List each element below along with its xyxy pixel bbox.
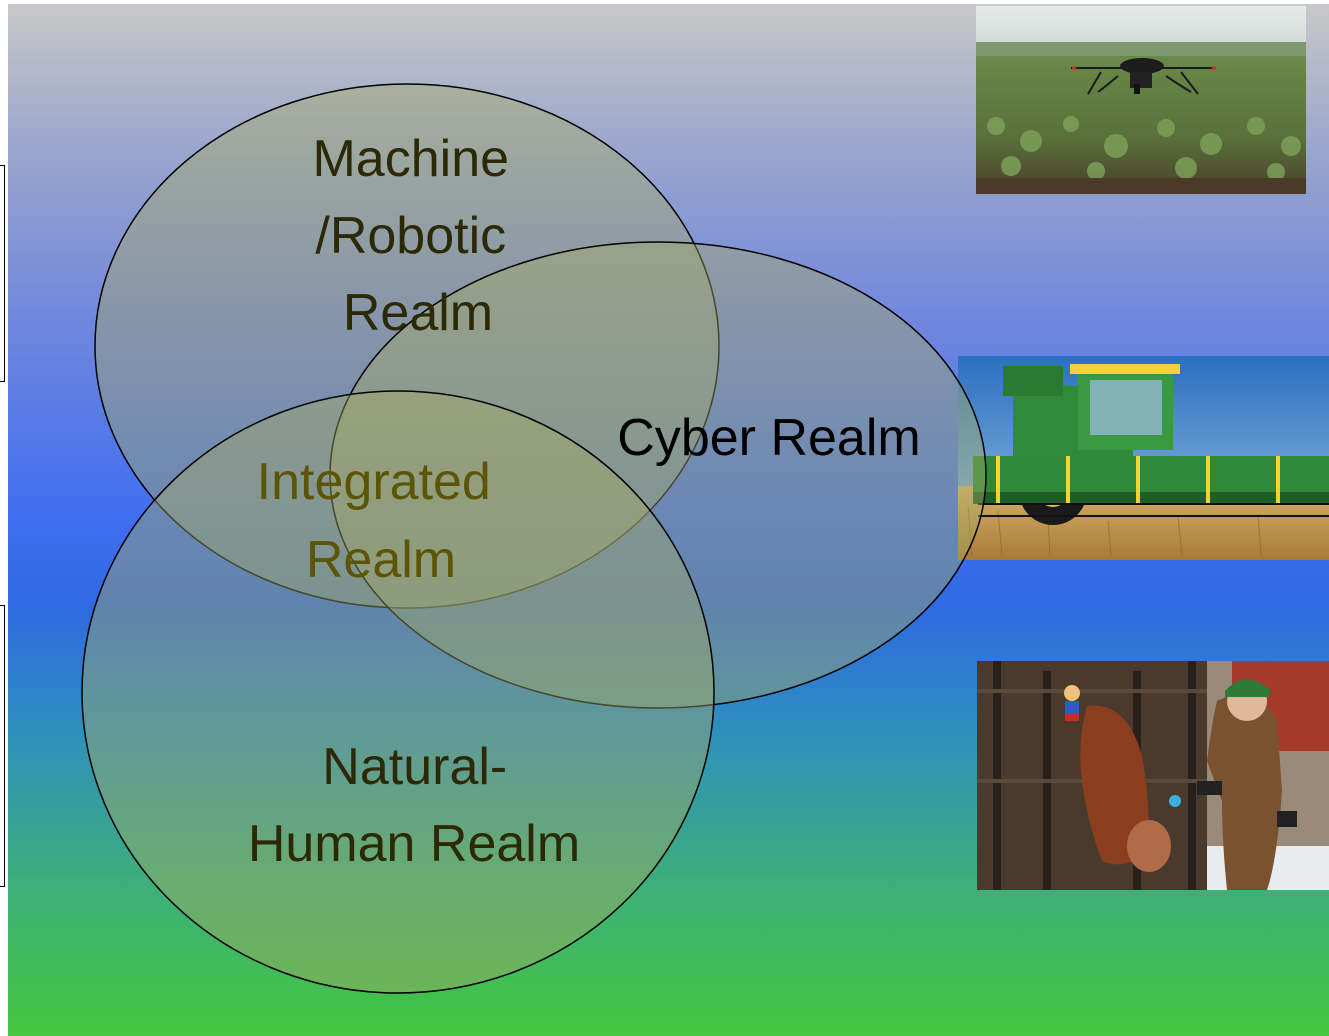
drone-photo <box>976 6 1306 194</box>
combine-harvester-photo <box>958 356 1329 560</box>
edge-frame-bottom <box>0 605 5 887</box>
cyber-realm-label: Cyber Realm <box>617 409 920 467</box>
integrated-realm-label: Integrated Realm <box>257 453 506 589</box>
farmer-cattle-photo <box>977 661 1329 890</box>
machine-robotic-circle <box>94 83 720 609</box>
edge-frame-top <box>0 165 5 382</box>
machine-robotic-label: Machine /Robotic Realm <box>312 130 523 342</box>
cyber-circle <box>329 241 987 709</box>
natural-human-circle <box>81 390 715 994</box>
natural-human-label: Natural- Human Realm <box>248 738 580 873</box>
realm-circles <box>81 83 987 994</box>
